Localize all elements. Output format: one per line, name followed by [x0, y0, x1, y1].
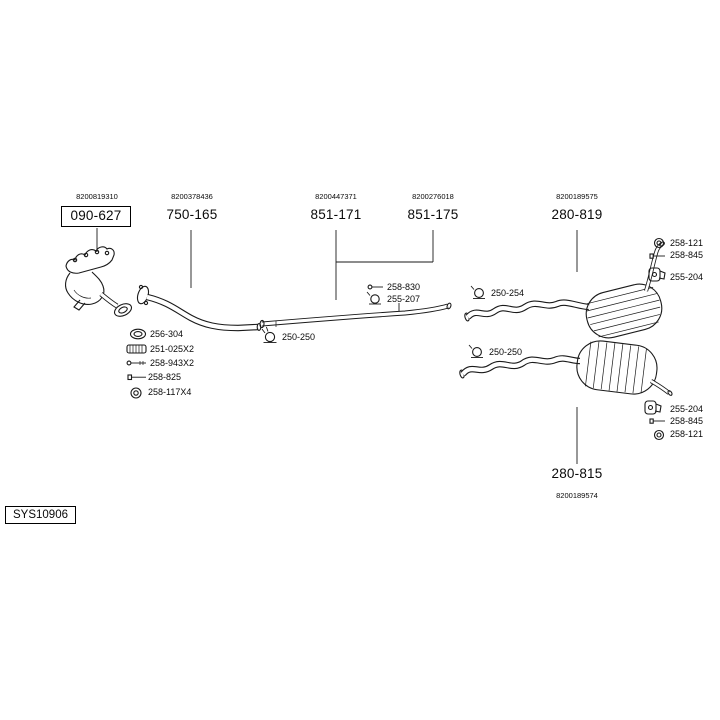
oe-ref-280-815: 8200189574 [556, 491, 598, 500]
oe-ref-851-171: 8200447371 [315, 192, 357, 201]
oe-ref-090-627: 8200819310 [76, 192, 118, 201]
system-code-badge: SYS10906 [5, 506, 76, 524]
part-number-851-171: 851-171 [310, 207, 362, 222]
clamp-icon [261, 326, 277, 343]
part-label-258-845-top: 258-845 [670, 250, 704, 260]
center-pipe-drawing [259, 302, 452, 329]
bolt-icon [649, 253, 665, 259]
part-number-750-165: 750-165 [166, 207, 218, 222]
manifold-drawing [65, 246, 133, 317]
front-pipe-drawing [136, 284, 262, 332]
part-label-251-025X2: 251-025X2 [150, 344, 195, 354]
washer-ring-icon [653, 237, 665, 249]
leader-lines [96, 228, 578, 464]
part-label-255-207: 255-207 [387, 294, 421, 304]
clamp-icon [470, 285, 485, 299]
part-label-258-845-bottom: 258-845 [670, 416, 704, 426]
rear-upper-assembly-drawing [464, 241, 665, 339]
rear-lower-assembly-drawing [459, 340, 673, 396]
oe-ref-851-175: 8200276018 [412, 192, 454, 201]
part-number-090-627: 090-627 [61, 206, 131, 227]
bolt-icon [649, 418, 665, 424]
washer-ring-icon [653, 429, 665, 441]
bolt-icon [367, 284, 383, 290]
part-label-258-943X2: 258-943X2 [150, 358, 195, 368]
part-label-258-117X4: 258-117X4 [148, 387, 192, 397]
part-number-280-815: 280-815 [551, 466, 603, 481]
part-label-258-830: 258-830 [387, 282, 421, 292]
part-label-258-121-bottom: 258-121 [670, 429, 704, 439]
part-label-258-825: 258-825 [148, 372, 182, 382]
part-label-255-204-top: 255-204 [670, 272, 704, 282]
hanger-icon [648, 267, 666, 282]
part-label-250-254: 250-254 [491, 288, 525, 298]
oe-ref-280-819: 8200189575 [556, 192, 598, 201]
part-label-255-204-bottom: 255-204 [670, 404, 704, 414]
spring-icon [126, 344, 147, 354]
oe-ref-750-165: 8200378436 [171, 192, 213, 201]
stud-bolt-icon [126, 360, 146, 366]
part-label-250-250-lower: 250-250 [489, 347, 523, 357]
gasket-ring-icon [129, 328, 147, 340]
part-label-250-250-center: 250-250 [282, 332, 316, 342]
washer-ring-icon [130, 387, 142, 399]
bolt-icon [127, 374, 146, 381]
part-label-256-304: 256-304 [150, 329, 184, 339]
part-number-280-819: 280-819 [551, 207, 603, 222]
part-number-851-175: 851-175 [407, 207, 459, 222]
clamp-icon [366, 291, 381, 305]
clamp-icon [468, 344, 483, 358]
hanger-icon [644, 400, 662, 415]
part-label-258-121-top: 258-121 [670, 238, 704, 248]
